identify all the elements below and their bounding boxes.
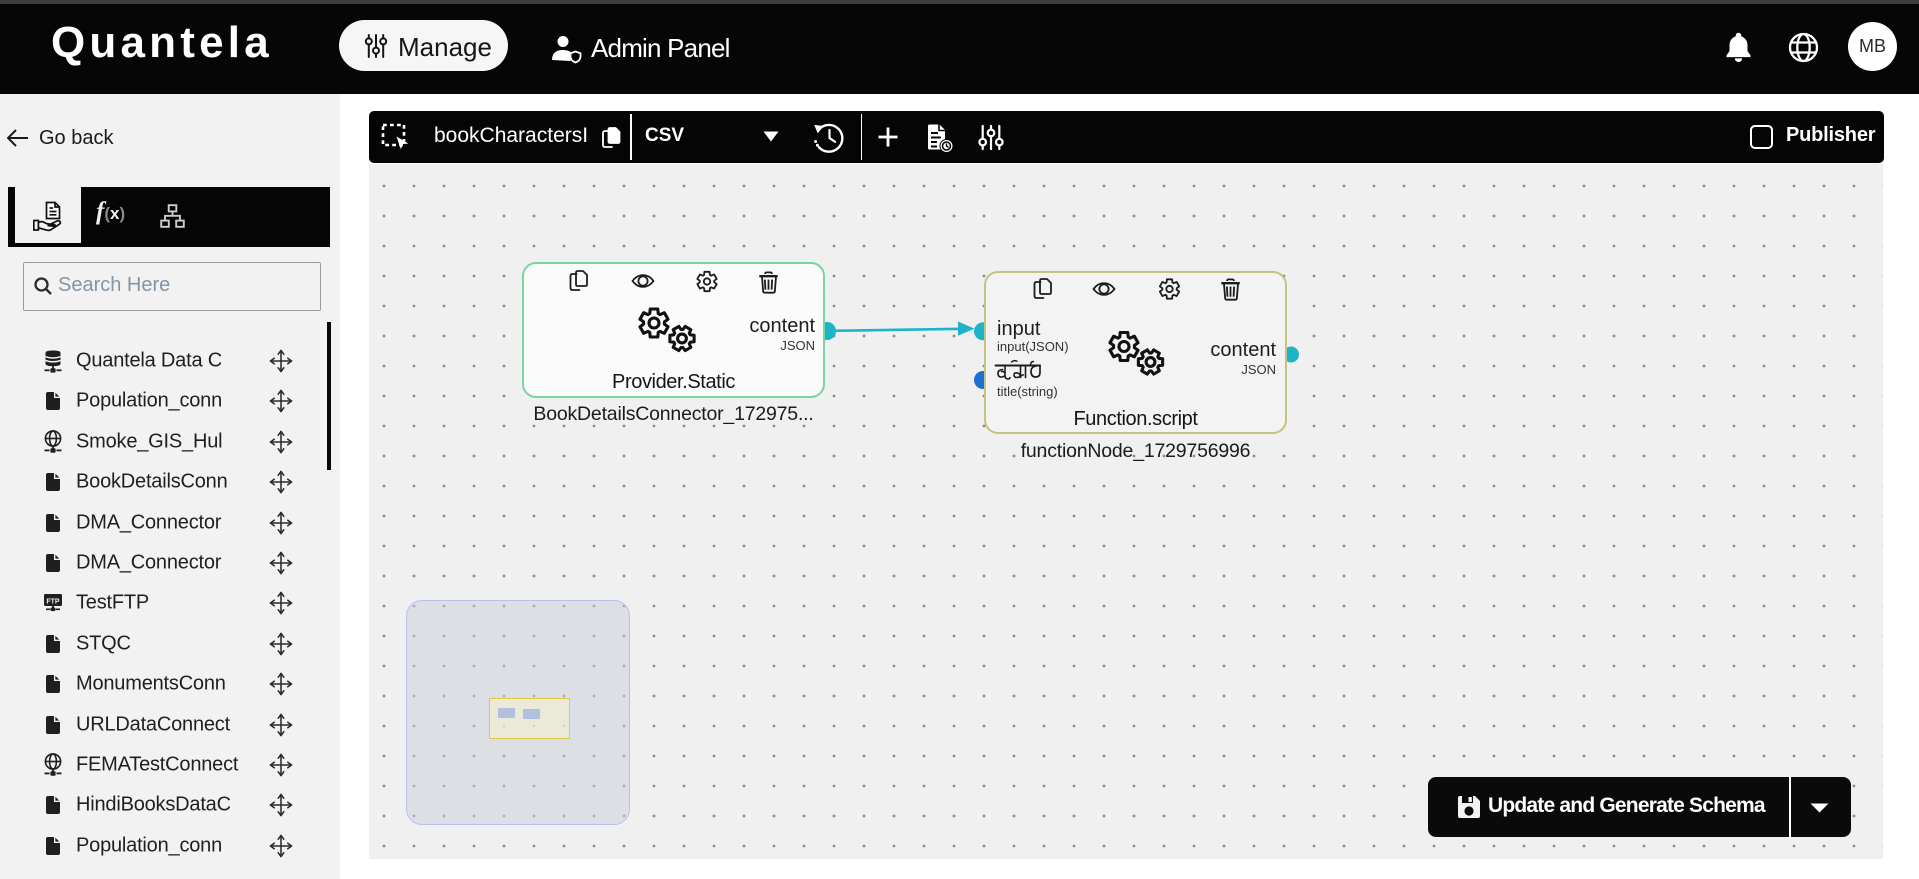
svg-text:FTP: FTP <box>46 599 60 606</box>
